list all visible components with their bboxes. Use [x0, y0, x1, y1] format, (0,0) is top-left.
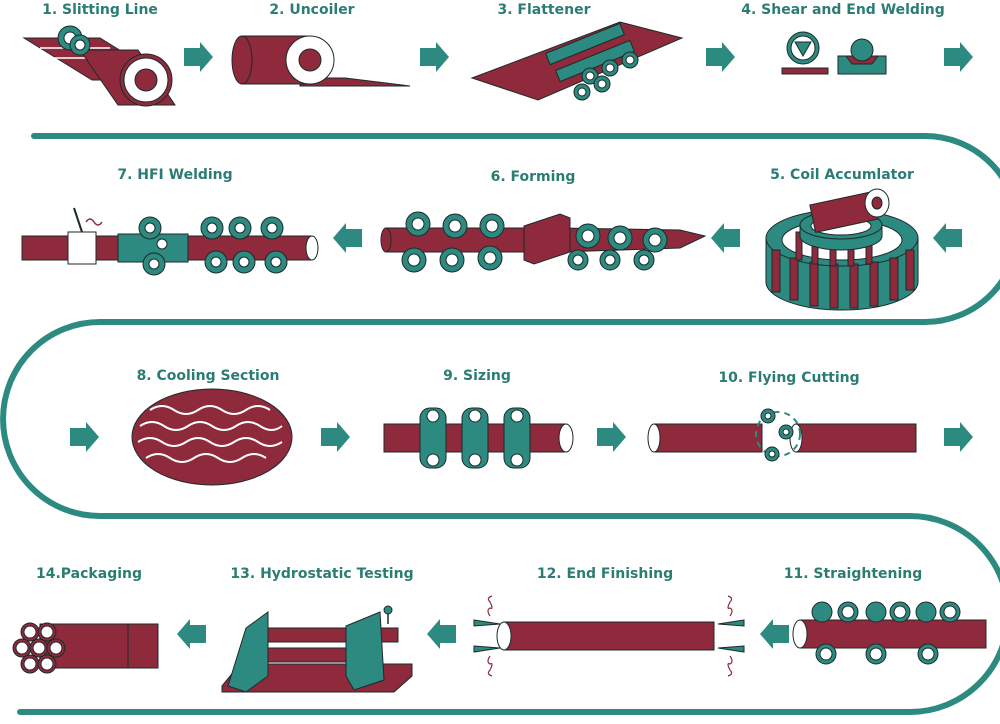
forming-icon [380, 211, 707, 273]
arrow-left-icon [760, 619, 789, 649]
step-label-2: 2. Uncoiler [269, 2, 354, 18]
flow-path [0, 133, 1000, 715]
arrow-right-icon [184, 42, 213, 72]
arrow-left-icon [711, 223, 740, 253]
step-label-4: 4. Shear and End Welding [741, 2, 945, 18]
arrow-right-icon [420, 42, 449, 72]
arrow-left-icon [333, 223, 362, 253]
arrow-right-icon [321, 422, 350, 452]
arrow-left-icon [177, 619, 206, 649]
hfi-welding-icon [21, 207, 319, 276]
packaging-icon [12, 622, 159, 674]
step-label-3: 3. Flattener [498, 2, 591, 18]
arrow-right-icon [70, 422, 99, 452]
step-label-9: 9. Sizing [443, 368, 511, 384]
arrow-right-icon [944, 422, 973, 452]
arrow-right-icon [597, 422, 626, 452]
step-label-1: 1. Slitting Line [42, 2, 158, 18]
step-label-7: 7. HFI Welding [117, 167, 232, 183]
cooling-section-icon [131, 388, 293, 486]
step-label-14: 14.Packaging [36, 566, 142, 582]
step-label-6: 6. Forming [491, 169, 576, 185]
step-label-5: 5. Coil Accumlator [770, 167, 914, 183]
arrow-right-icon [944, 42, 973, 72]
arrow-right-icon [706, 42, 735, 72]
shear-end-welding-icon [781, 31, 887, 75]
step-label-12: 12. End Finishing [537, 566, 673, 582]
slitting-line-icon [22, 25, 176, 107]
end-finishing-icon [473, 595, 745, 677]
uncoiler-icon [231, 35, 411, 87]
step-label-13: 13. Hydrostatic Testing [230, 566, 413, 582]
flattener-icon [470, 21, 684, 101]
sizing-icon [383, 407, 574, 469]
straightening-icon [792, 601, 987, 665]
coil-accumulator-icon [765, 188, 919, 311]
step-label-8: 8. Cooling Section [137, 368, 280, 384]
arrow-left-icon [427, 619, 456, 649]
step-label-11: 11. Straightening [784, 566, 923, 582]
hydrostatic-testing-icon [221, 605, 413, 693]
flying-cutting-icon [647, 408, 917, 462]
arrow-left-icon [933, 223, 962, 253]
step-label-10: 10. Flying Cutting [718, 370, 859, 386]
